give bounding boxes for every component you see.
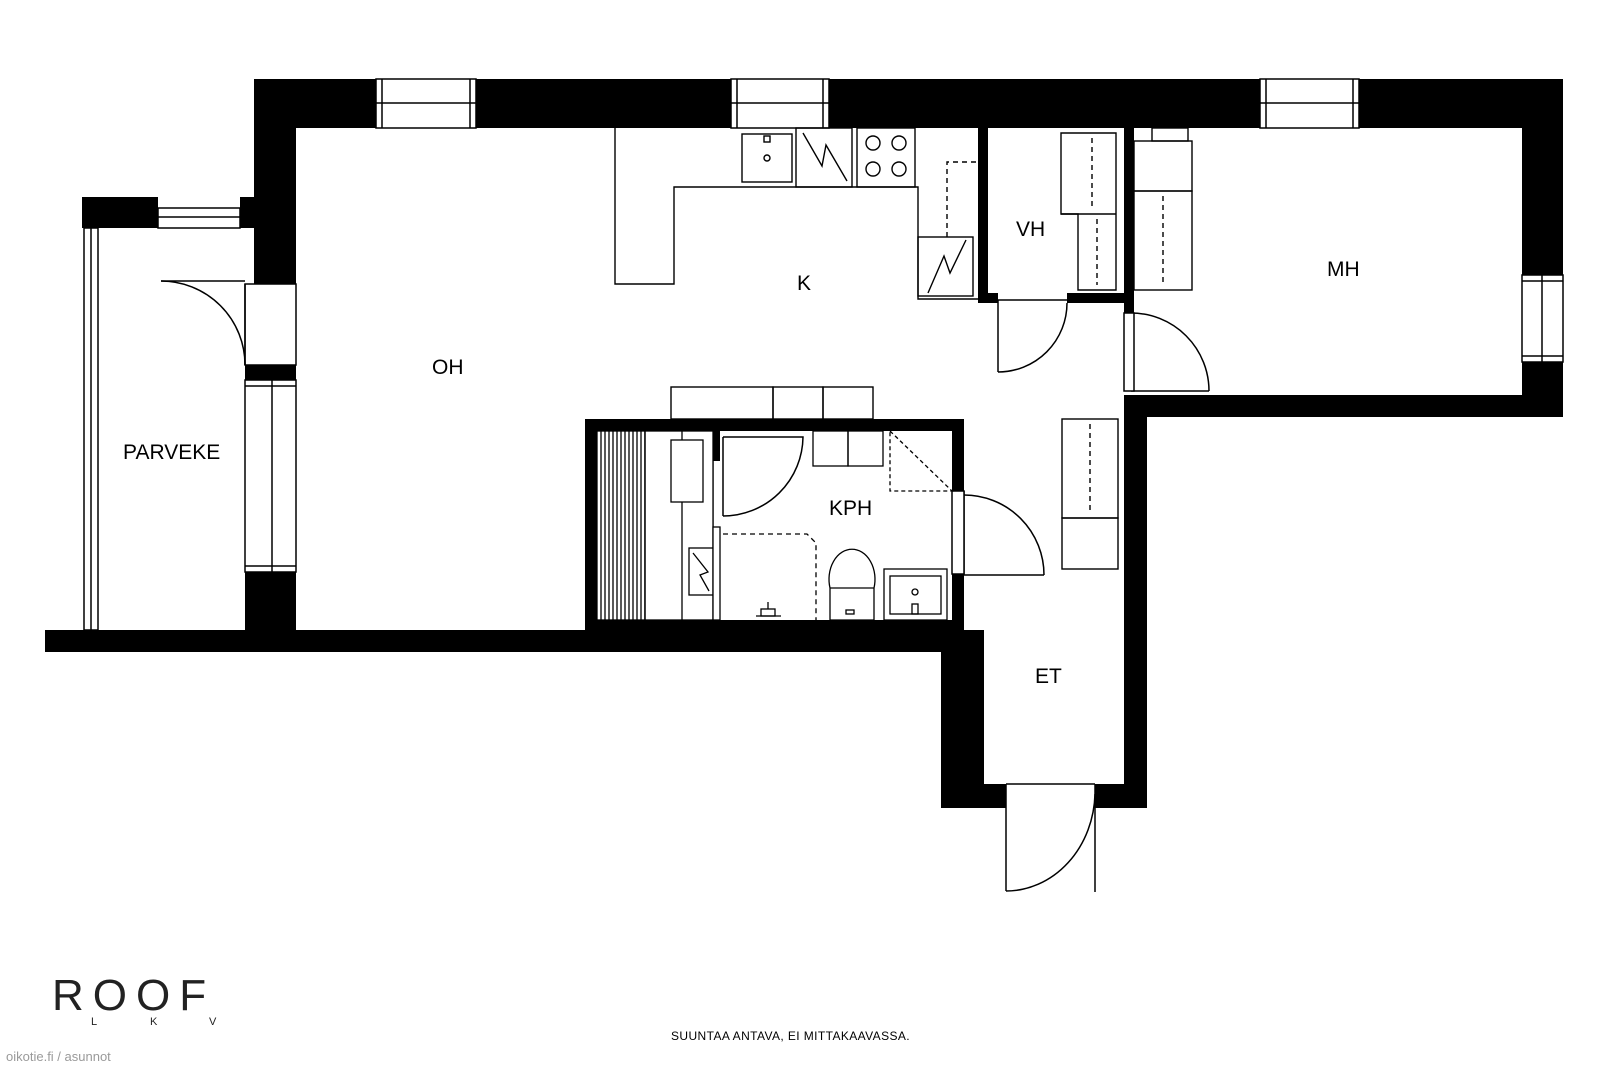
window-mh-top [1259, 78, 1360, 129]
disclaimer-note: SUUNTAA ANTAVA, EI MITTAKAAVASSA. [671, 1029, 910, 1043]
door-mh [1123, 312, 1210, 392]
sink-tap [763, 135, 771, 143]
wall-balcony-top-right [240, 197, 296, 228]
sink-drain [763, 154, 771, 162]
room-label-parveke: PARVEKE [123, 441, 220, 464]
dishwasher-mark [802, 132, 848, 182]
door-sauna [722, 436, 804, 517]
wall-mh-left-lower [1124, 303, 1134, 313]
room-label-kph: KPH [829, 497, 872, 520]
logo-sub-l: L [91, 1016, 97, 1028]
windows [83, 78, 1564, 631]
shower-area-dashed [723, 533, 817, 620]
door-vh [997, 299, 1068, 373]
window-mh-right [1521, 274, 1564, 363]
toilet [828, 548, 876, 621]
wall-entrance-right [1095, 784, 1147, 808]
wall-entrance-left [941, 784, 1006, 808]
bathroom-fixtures [596, 429, 954, 621]
wall-vh-bottom-right [1067, 293, 1134, 303]
wall-kph-left [585, 419, 597, 632]
wall-left-upper [254, 79, 296, 284]
watermark: oikotie.fi / asunnot [6, 1049, 111, 1064]
logo-sub-v: V [209, 1016, 217, 1028]
kitchen-sink [741, 133, 793, 183]
room-label-k: K [797, 272, 811, 295]
storage-oh [670, 386, 874, 420]
wardrobe-hall [1061, 418, 1119, 570]
kitchen-fixtures [614, 127, 978, 300]
wardrobe-mh [1133, 127, 1193, 291]
walls [45, 79, 1563, 808]
room-label-et: ET [1035, 665, 1062, 688]
wall-kph-right-upper [952, 419, 964, 491]
window-k-top [730, 78, 830, 129]
brand-logo: ROOF L K V [52, 971, 217, 1028]
washer [812, 430, 849, 467]
wall-hall-left [941, 630, 984, 808]
fridge [917, 236, 974, 297]
wardrobes [670, 127, 1193, 570]
door-kph [951, 490, 1045, 576]
wall-right-upper [1522, 79, 1563, 275]
sauna-stove [688, 547, 714, 596]
window-balcony-door-frame [244, 283, 297, 366]
wall-sauna-divider [713, 431, 720, 461]
wall-top-1 [476, 79, 731, 128]
door-entrance [1005, 783, 1096, 892]
wall-kph-right-lower [952, 574, 964, 632]
wall-vh-bottom-left [978, 293, 998, 303]
logo-sub-k: K [150, 1016, 158, 1028]
fridge-mark [927, 239, 967, 294]
upper-cabinet-dashed [946, 161, 976, 237]
balcony-glazing [83, 227, 99, 631]
dryer [847, 430, 884, 467]
doors [160, 280, 1210, 892]
stove [856, 127, 916, 188]
wardrobe-vh [1060, 132, 1117, 291]
room-label-oh: OH [432, 356, 464, 379]
logo-name: ROOF [52, 971, 215, 1020]
wall-bottom [45, 630, 960, 652]
shower-head [756, 602, 781, 617]
wall-hall-right [1124, 395, 1147, 808]
wall-left-mid [245, 365, 296, 380]
wall-vh-right [1124, 128, 1134, 303]
room-label-vh: VH [1016, 218, 1045, 241]
room-label-mh: MH [1327, 258, 1360, 281]
wall-vh-left [978, 128, 988, 303]
window-oh-top [375, 78, 477, 129]
window-balcony-top [157, 207, 241, 229]
wall-balcony-left [82, 197, 98, 227]
wall-mh-bottom [1124, 395, 1563, 417]
wall-kph-bottom [585, 620, 964, 632]
door-balcony [160, 280, 246, 366]
dishwasher [795, 127, 853, 188]
sauna-glass [712, 526, 721, 621]
kitchen-counter [614, 128, 978, 300]
wall-kph-top [585, 419, 964, 431]
washbasin [883, 568, 948, 621]
wall-top-2 [829, 79, 1260, 128]
window-oh-left [244, 379, 297, 573]
shelf-dashed [889, 429, 954, 492]
room-labels: OH K VH MH PARVEKE KPH ET [123, 218, 1360, 688]
